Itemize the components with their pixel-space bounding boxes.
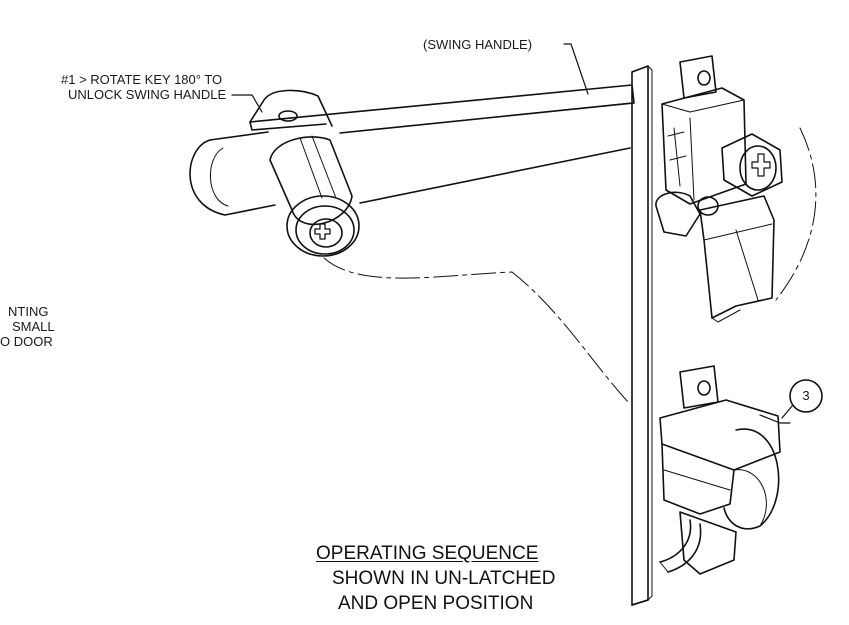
side-note-line-1: NTING xyxy=(8,304,49,319)
leader-lines xyxy=(231,43,791,424)
lower-latch-cap xyxy=(723,428,780,530)
swing-arc-phantom xyxy=(323,127,817,403)
step-1-line-2: UNLOCK SWING HANDLE xyxy=(68,87,227,102)
swing-handle-label: (SWING HANDLE) xyxy=(423,37,533,52)
mounting-plate xyxy=(631,65,653,606)
balloon-number: 3 xyxy=(802,388,810,403)
lower-latch-body xyxy=(659,365,781,515)
caption-line-2: SHOWN IN UN-LATCHED xyxy=(332,568,556,589)
upper-pawl xyxy=(655,191,775,323)
caption-title: OPERATING SEQUENCE xyxy=(316,543,539,564)
caption-line-3: AND OPEN POSITION xyxy=(338,593,534,614)
lower-hook xyxy=(659,511,737,575)
upper-screw xyxy=(721,133,783,197)
key-cylinder xyxy=(269,135,360,257)
side-note-line-3: O DOOR xyxy=(0,334,53,349)
handle-ear xyxy=(249,89,333,127)
swing-handle-arm xyxy=(189,84,635,216)
step-1-line-1: #1 > ROTATE KEY 180° TO xyxy=(61,72,223,87)
side-note-line-2: SMALL xyxy=(12,319,55,334)
item-balloon xyxy=(781,379,823,419)
upper-latch-body xyxy=(661,55,747,205)
